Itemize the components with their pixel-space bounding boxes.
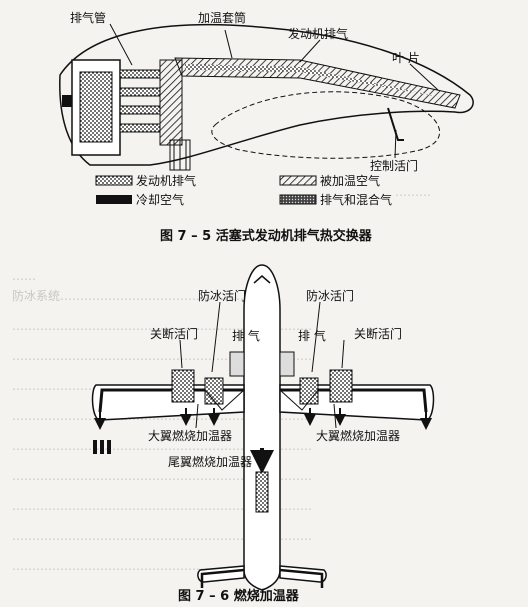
label-anti-ice-valve-left: 防冰活门	[198, 288, 246, 303]
legend-swatch-cooling-air	[96, 195, 132, 204]
label-wing-heater-right: 大翼燃烧加温器	[316, 428, 400, 443]
label-shutoff-valve-left: 关断活门	[150, 326, 198, 341]
label-blade: 叶 片	[392, 51, 420, 65]
svg-text:防冰系统…………………………………………: 防冰系统…………………………………………	[12, 288, 252, 303]
wing-outline	[211, 91, 441, 159]
legend-label-engine-exhaust: 发动机排气	[136, 173, 196, 188]
label-control-valve: 控制活门	[370, 158, 418, 173]
svg-text:…………………………………………………………………: …………………………………………………………………	[12, 439, 312, 453]
label-exhaust-left: 排 气	[232, 328, 260, 343]
legend	[95, 175, 317, 205]
nacelle-left-inner	[204, 377, 224, 405]
svg-text:…………………………………………………………………: …………………………………………………………………	[12, 529, 312, 543]
fuselage	[243, 264, 281, 591]
nacelle-left-outer	[171, 369, 195, 403]
label-heating-sleeve: 加温套筒	[198, 10, 246, 25]
label-anti-ice-valve-right: 防冰活门	[306, 288, 354, 303]
legend-label-cooling-air: 冷却空气	[136, 192, 184, 207]
airplane-diagram	[91, 264, 435, 591]
svg-text:…………………………………………………………………: …………………………………………………………………	[12, 499, 312, 513]
svg-text:…………………………………………………………………: …………………………………………………………………	[12, 319, 312, 333]
label-shutoff-valve-right: 关断活门	[354, 326, 402, 341]
caption-fig-7-6: 图 7 – 6 燃烧加温器	[178, 588, 300, 604]
label-wing-heater-left: 大翼燃烧加温器	[148, 428, 232, 443]
label-engine-exhaust: 发动机排气	[288, 26, 348, 41]
legend-swatch-engine-exhaust	[95, 175, 133, 186]
nacelle-outline	[59, 24, 474, 166]
nacelle-right-outer	[329, 369, 353, 403]
label-exhaust-pipe: 排气管	[70, 10, 106, 25]
label-tail-heater: 尾翼燃烧加温器	[168, 454, 252, 469]
legend-swatch-heated-air	[279, 175, 317, 186]
legend-label-heated-air: 被加温空气	[320, 173, 380, 188]
exhaust-stubs	[119, 69, 161, 133]
label-exhaust-right: 排 气	[298, 328, 326, 343]
caption-fig-7-5: 图 7 – 5 活塞式发动机排气热交换器	[160, 228, 373, 244]
svg-text:………: ………	[395, 185, 431, 199]
exhaust-collector	[159, 59, 183, 146]
svg-text:…………………………………………………………………: …………………………………………………………………	[12, 469, 312, 483]
nacelle-right-inner	[299, 377, 319, 405]
nacelle-diagram	[59, 23, 474, 171]
control-valve	[387, 107, 404, 141]
svg-text:……: ……	[12, 269, 36, 283]
legend-swatch-mixed	[279, 194, 317, 205]
legend-label-mixed: 排气和混合气	[320, 192, 392, 207]
